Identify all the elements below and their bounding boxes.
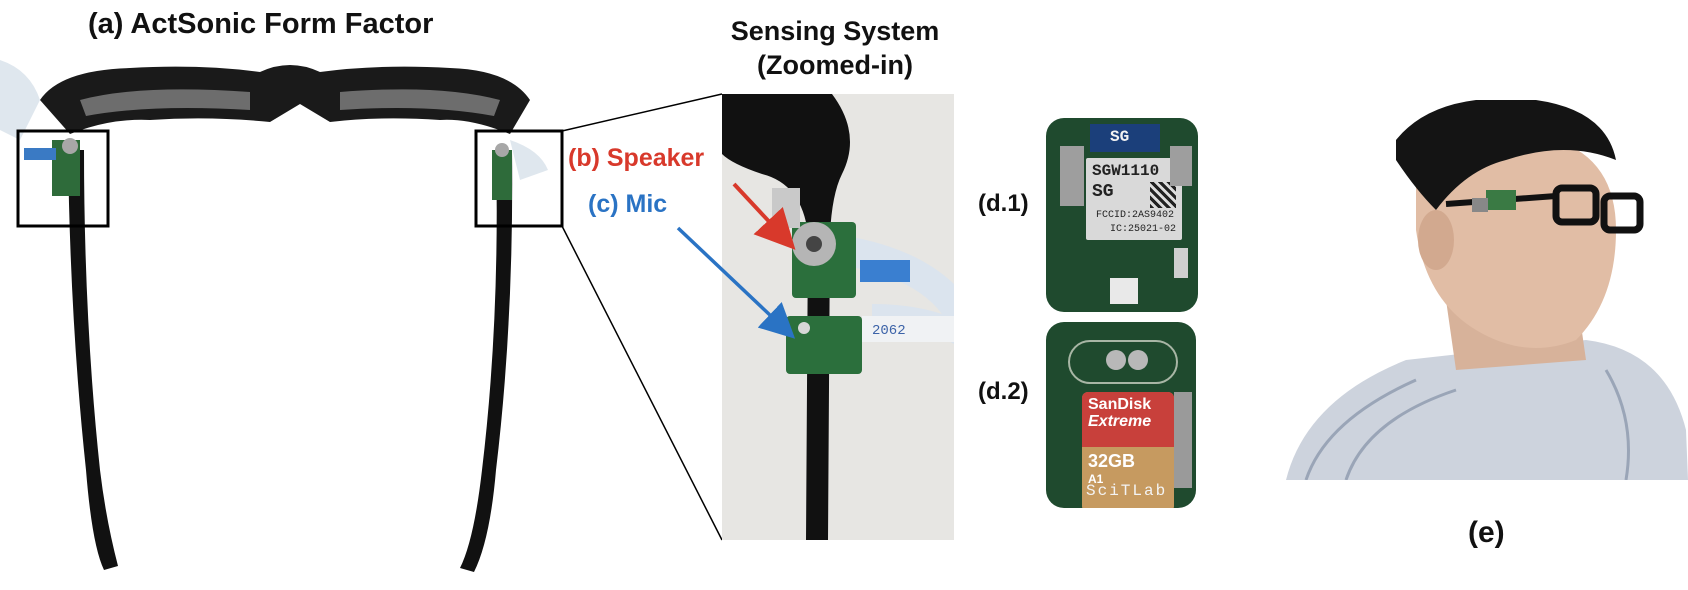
pcb-brand-2: SG (1092, 182, 1114, 202)
pcb-model: SGW1110 (1092, 162, 1160, 180)
contact-pad-2 (1128, 350, 1148, 370)
mic-arrow (676, 226, 796, 339)
right-sensor-module (492, 150, 512, 200)
label-d2: (d.2) (978, 378, 1029, 405)
mic-label: (c) Mic (588, 190, 668, 218)
glasses-lens-left (1552, 184, 1600, 226)
card-brand: SanDisk (1088, 396, 1152, 413)
left-connector (1060, 146, 1084, 206)
qr-code (1150, 182, 1176, 208)
battery-connector (1110, 278, 1138, 304)
pcb-fcc-id: FCCID:2AS9402 (1096, 210, 1175, 221)
microsd-card: SanDisk Extreme 32GB A1 (1082, 392, 1174, 508)
worn-sensor-module (1486, 190, 1516, 210)
card-line: Extreme (1088, 413, 1152, 430)
glasses-topdown-illustration (0, 60, 564, 572)
glasses-lens-right (1600, 192, 1644, 234)
svg-text:2062: 2062 (872, 323, 906, 339)
label-d1: (d.1) (978, 190, 1029, 217)
antenna-chip (1090, 124, 1160, 152)
card-size: 32GB (1088, 451, 1136, 471)
speaker-label: (b) Speaker (568, 144, 705, 172)
pcb-front-board: SG SGW1110 SG FCCID:2AS9402 IC:25021-02 (1046, 118, 1198, 312)
left-zoom-box (16, 129, 110, 228)
battery-outline (1068, 340, 1178, 384)
right-connector (1170, 146, 1192, 186)
sensing-title-line2: (Zoomed-in) (757, 50, 913, 80)
right-zoom-box (474, 129, 564, 228)
person-wearing-glasses-photo (1286, 100, 1688, 480)
card-class: A1 (1088, 472, 1104, 486)
pcb-brand: SG (1110, 128, 1130, 146)
label-e: (e) (1468, 516, 1505, 549)
figure-title-a: (a) ActSonic Form Factor (88, 8, 434, 40)
card-slot (1174, 392, 1192, 488)
board-footer-text: SciTLab (1086, 482, 1168, 500)
sensing-system-title: Sensing System (Zoomed-in) (700, 14, 970, 82)
sensing-title-line1: Sensing System (730, 16, 940, 46)
contact-pad-1 (1106, 350, 1126, 370)
speaker-arrow (732, 182, 796, 250)
power-switch (1174, 248, 1188, 278)
pcb-back-board: SanDisk Extreme 32GB A1 SciTLab (1046, 322, 1196, 508)
pcb-ic: IC:25021-02 (1110, 224, 1177, 235)
